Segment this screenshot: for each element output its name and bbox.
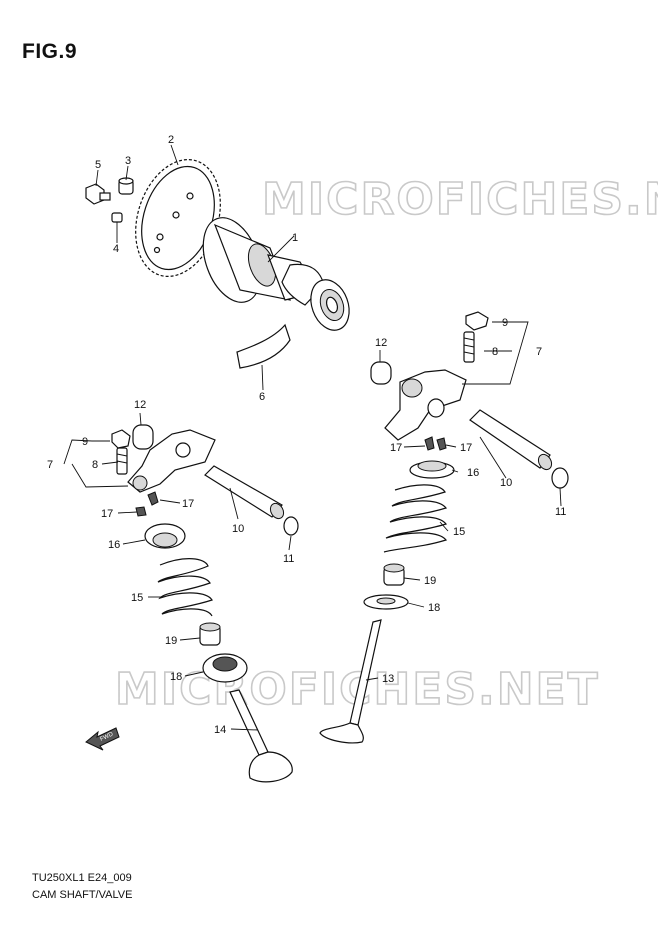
callout-12-right: 12 (375, 337, 387, 349)
callout-13: 13 (382, 673, 394, 685)
callout-2: 2 (168, 134, 174, 146)
callout-18-left: 18 (170, 671, 182, 683)
left-adjusting-nut (111, 429, 131, 449)
callout-4: 4 (113, 243, 119, 255)
right-shaft-oring (551, 467, 569, 489)
callout-9-left: 9 (82, 436, 88, 448)
exhaust-valve (319, 619, 382, 744)
callout-16-right: 16 (467, 467, 479, 479)
callout-6: 6 (259, 391, 265, 403)
left-valve-spring (157, 558, 213, 617)
right-spring-seat (363, 594, 409, 610)
callout-11-right: 11 (555, 506, 566, 518)
diagram-name: CAM SHAFT/VALVE (32, 889, 133, 901)
fwd-label: FWD (99, 731, 115, 742)
callout-14: 14 (214, 724, 226, 736)
callout-17-left-b: 17 (101, 508, 113, 520)
right-oring (370, 361, 392, 385)
left-oring (132, 424, 154, 450)
leader-lines (63, 144, 562, 731)
right-rocker-arm (384, 369, 467, 441)
callout-3: 3 (125, 155, 131, 167)
callout-7-left: 7 (47, 459, 53, 471)
callout-7-right: 7 (536, 346, 542, 358)
right-adjusting-nut (465, 311, 489, 331)
callout-17-left-a: 17 (182, 498, 194, 510)
left-spring-retainer (144, 523, 186, 549)
sprocket-bolt (85, 183, 111, 205)
callout-12-left: 12 (134, 399, 146, 411)
callout-8-right: 8 (492, 346, 498, 358)
right-valve-spring (383, 484, 447, 553)
cam-retainer-plate (236, 323, 291, 369)
right-valve-cotters (424, 436, 447, 451)
left-spring-seat (202, 653, 248, 683)
cam-sprocket (135, 159, 221, 277)
callout-15-right: 15 (453, 526, 465, 538)
callout-17-right-a: 17 (390, 442, 402, 454)
callout-8-left: 8 (92, 459, 98, 471)
callout-9-right: 9 (502, 317, 508, 329)
callout-5: 5 (95, 159, 101, 171)
left-adjusting-screw (116, 447, 128, 475)
left-shaft-oring (283, 516, 299, 536)
callout-1: 1 (292, 232, 298, 244)
right-adjusting-screw (463, 331, 475, 363)
right-spring-retainer (409, 460, 455, 479)
fwd-arrow-icon: FWD (85, 727, 120, 751)
callout-15-left: 15 (131, 592, 143, 604)
callout-18-right: 18 (428, 602, 440, 614)
callout-11-left: 11 (283, 553, 294, 565)
knock-pin (118, 177, 134, 195)
left-rocker-shaft (204, 465, 285, 520)
right-valve-seal (383, 563, 405, 586)
callout-16-left: 16 (108, 539, 120, 551)
dowel-pin (111, 212, 123, 223)
callout-19-right: 19 (424, 575, 436, 587)
callout-10-right: 10 (500, 477, 512, 489)
left-valve-seal (199, 622, 221, 646)
right-rocker-shaft (469, 409, 553, 471)
watermark-top: MICROFICHES.NET (262, 174, 658, 225)
intake-valve (229, 689, 293, 783)
callout-10-left: 10 (232, 523, 244, 535)
left-rocker-arm (127, 429, 216, 493)
callout-labels: 2 3 5 4 1 6 9 8 7 12 17 17 10 11 16 15 1… (47, 134, 566, 736)
left-valve-cotters (135, 491, 159, 517)
diagram-code: TU250XL1 E24_009 (32, 872, 132, 884)
figure-title: FIG.9 (22, 40, 78, 63)
callout-19-left: 19 (165, 635, 177, 647)
callout-17-right-b: 17 (460, 442, 472, 454)
camshaft (202, 217, 350, 331)
